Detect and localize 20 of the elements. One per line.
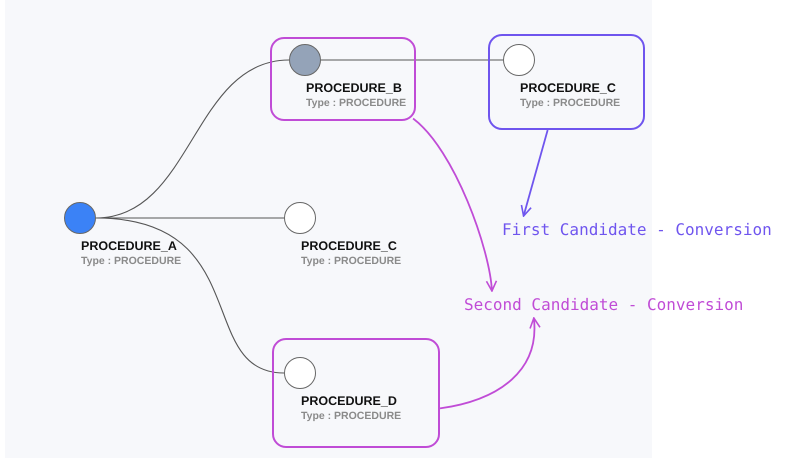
node-title: PROCEDURE_B (306, 81, 402, 95)
arrow (440, 317, 540, 410)
highlight-frame (270, 37, 416, 121)
arrow (520, 130, 549, 217)
arrow (412, 118, 497, 292)
node-title: PROCEDURE_D (301, 394, 397, 408)
node-type: Type : PROCEDURE (301, 255, 402, 267)
node-title: PROCEDURE_A (81, 239, 177, 253)
node-type: Type : PROCEDURE (306, 97, 406, 109)
node-title: PROCEDURE_C (301, 239, 397, 253)
annotation-text: Second Candidate - Conversion (464, 295, 744, 314)
node-type: Type : PROCEDURE (81, 255, 182, 267)
highlight-frame (488, 34, 645, 130)
node-type: Type : PROCEDURE (520, 97, 620, 109)
connector-line (96, 217, 284, 374)
annotation-text: First Candidate - Conversion (502, 220, 772, 239)
connector-line (321, 59, 503, 61)
node-title: PROCEDURE_C (520, 81, 616, 95)
highlight-frame (272, 338, 440, 448)
node-type: Type : PROCEDURE (301, 410, 402, 422)
